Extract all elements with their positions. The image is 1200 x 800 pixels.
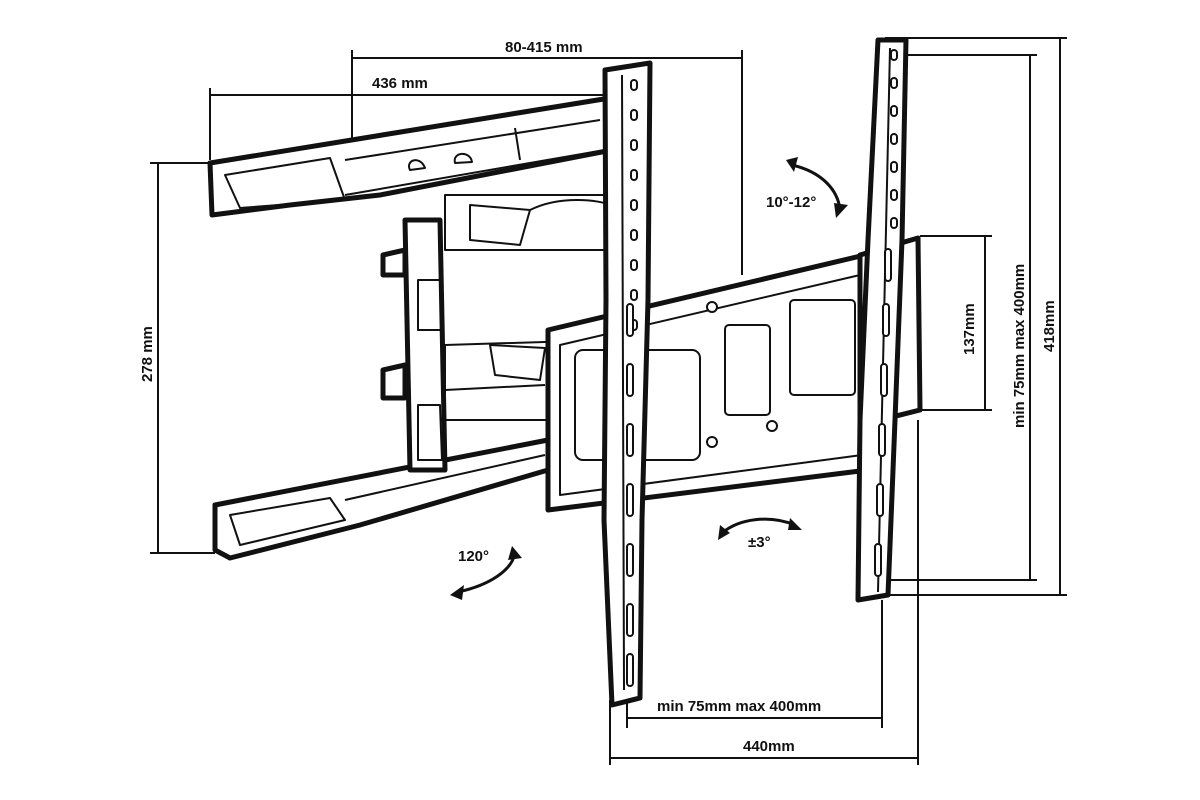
vesa-horizontal-label: min 75mm max 400mm [657, 698, 821, 715]
bracket-hole [630, 229, 638, 241]
bracket-hole [630, 169, 638, 181]
bracket-hole [626, 653, 634, 687]
bracket-hole [626, 603, 634, 637]
bracket-hole [880, 363, 888, 397]
bracket-hole [890, 189, 898, 201]
tilt-rotate-arrow [721, 517, 796, 535]
bracket-height-label: 418mm [1041, 300, 1058, 352]
tilt-label: 10°-12° [766, 194, 816, 211]
upper-arm [207, 95, 615, 218]
hinge-column [380, 217, 448, 473]
rotation-arrows [450, 157, 848, 600]
plate-gap-label: 137mm [961, 303, 978, 355]
bracket-hole [876, 483, 884, 517]
bracket-hole [890, 105, 898, 117]
bracket-hole [890, 77, 898, 89]
extension-label: 80-415 mm [505, 39, 583, 56]
bracket-hole [626, 543, 634, 577]
bracket-holes [626, 49, 898, 687]
bracket-hole [882, 303, 890, 337]
bracket-hole [890, 49, 898, 61]
bracket-hole [626, 363, 634, 397]
bracket-hole [890, 161, 898, 173]
bracket-hole [878, 423, 886, 457]
bracket-hole [630, 259, 638, 271]
bracket-hole [630, 109, 638, 121]
bracket-hole [630, 79, 638, 91]
lower-arm [212, 437, 551, 561]
swivel-label: 120° [458, 548, 489, 565]
bracket-width-label: 440mm [743, 738, 795, 755]
bracket-hole [890, 217, 898, 229]
bracket-hole [626, 483, 634, 517]
dimension-lines [150, 37, 1067, 765]
bracket-hole [630, 199, 638, 211]
bracket-hole [626, 303, 634, 337]
wall-plate-height-label: 278 mm [139, 326, 156, 382]
bracket-hole [890, 133, 898, 145]
arm-length-label: 436 mm [372, 75, 428, 92]
rotation-label: ±3° [748, 534, 771, 551]
bracket-hole [626, 423, 634, 457]
vesa-vertical-label: min 75mm max 400mm [1011, 264, 1028, 428]
bracket-hole [630, 289, 638, 301]
bracket-hole [630, 139, 638, 151]
bracket-hole [884, 248, 892, 282]
bracket-hole [874, 543, 882, 577]
